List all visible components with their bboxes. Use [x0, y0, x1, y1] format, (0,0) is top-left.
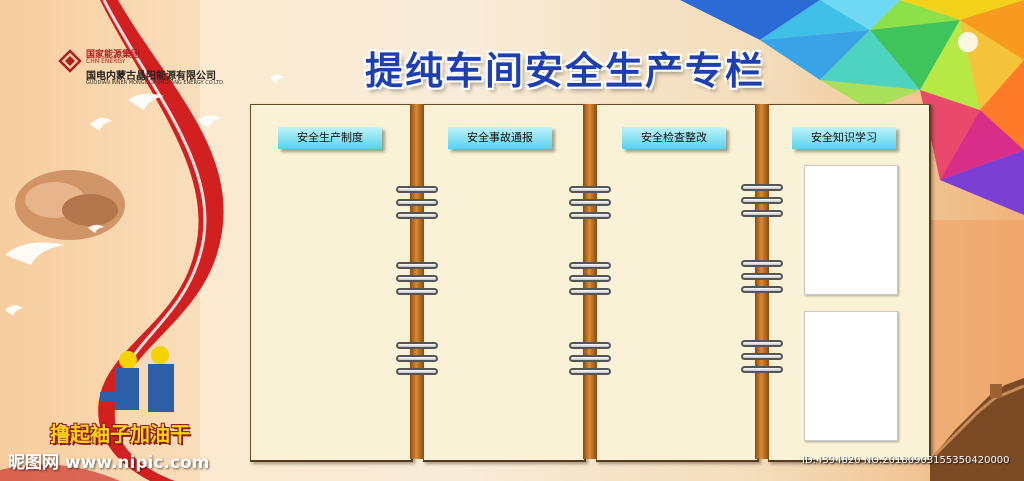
column-tag-regulations: 安全生产制度: [278, 127, 382, 149]
binder-ring: [741, 286, 783, 293]
binder-ring: [741, 366, 783, 373]
binder-ring: [396, 199, 438, 206]
binder-ring: [569, 342, 611, 349]
binder-ring: [569, 186, 611, 193]
watermark-site: 昵图网 www.nipic.com: [8, 453, 210, 473]
binder-ring: [741, 353, 783, 360]
company-name-en: GUODIAN INNER MONGOLIA JINGYANG ENERGY C…: [86, 80, 225, 86]
company-name-cn: 国电内蒙古晶阳能源有限公司: [86, 71, 216, 82]
binder-ring: [741, 260, 783, 267]
binder-ring: [396, 275, 438, 282]
column-tag-knowledge: 安全知识学习: [792, 127, 896, 149]
board-panel-3: [596, 104, 759, 462]
column-tag-accident-reports: 安全事故通报: [448, 127, 552, 149]
great-wall-image: [930, 378, 1024, 481]
binder-ring: [741, 184, 783, 191]
polygon-decoration: [680, 0, 1024, 215]
watermark-id: ID:4394820 NO:20180903155350420000: [802, 455, 1010, 466]
binder-ring: [741, 340, 783, 347]
binder-ring: [741, 197, 783, 204]
board-panel-1: [250, 104, 413, 462]
binder-ring: [741, 210, 783, 217]
binder-ring: [569, 368, 611, 375]
binder-ring: [569, 288, 611, 295]
photo-placeholder-bottom: [804, 311, 898, 441]
binder-ring: [396, 262, 438, 269]
chn-energy-logo-icon: [58, 49, 82, 73]
company-logo: 国家能源集团 CHN ENERGY 国电内蒙古晶阳能源有限公司 GUODIAN …: [58, 47, 258, 87]
binder-ring: [569, 262, 611, 269]
binder-ring: [396, 186, 438, 193]
dove-icon: [5, 74, 284, 316]
binder-ring: [396, 212, 438, 219]
org-name-cn: 国家能源集团: [86, 50, 141, 60]
column-tag-inspection: 安全检查整改: [622, 127, 726, 149]
binder-ring: [569, 275, 611, 282]
binder-ring: [396, 355, 438, 362]
binder-ring: [741, 273, 783, 280]
org-name-en: CHN ENERGY: [86, 58, 126, 65]
handshake-image: [15, 170, 125, 240]
binder-ring: [569, 199, 611, 206]
binder-ring: [396, 288, 438, 295]
slogan-text: 撸起袖子加油干: [50, 422, 190, 446]
binder-ring: [396, 368, 438, 375]
workers-image: [100, 346, 174, 412]
binder-ring: [569, 355, 611, 362]
board-panel-2: [423, 104, 586, 462]
board-title: 提纯车间安全生产专栏: [365, 49, 766, 93]
binder-ring: [396, 342, 438, 349]
binder-spine: [755, 104, 769, 459]
photo-placeholder-top: [804, 165, 898, 295]
binder-ring: [569, 212, 611, 219]
